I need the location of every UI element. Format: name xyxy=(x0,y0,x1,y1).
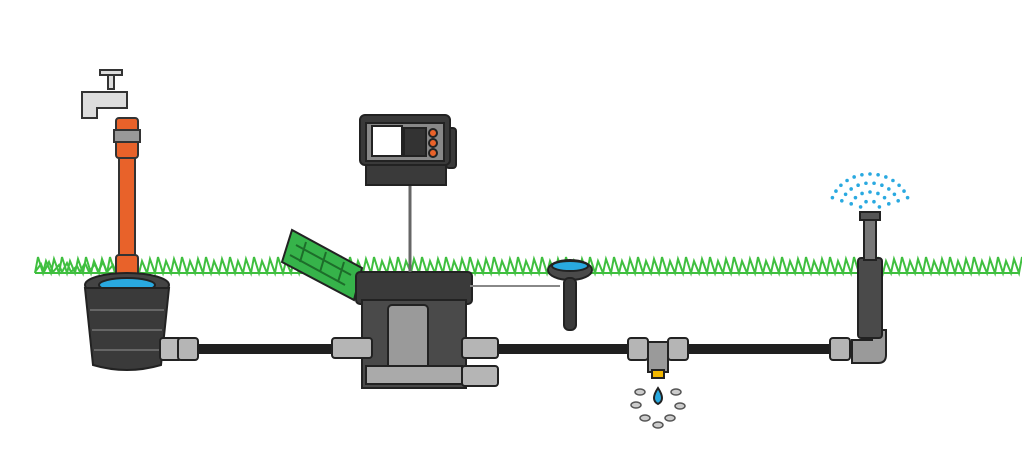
spray-droplet xyxy=(849,187,853,191)
led-icon xyxy=(428,148,438,158)
spray-droplet xyxy=(830,195,835,200)
spray-droplet xyxy=(887,187,891,191)
spray-droplet xyxy=(884,175,888,179)
spray-droplet xyxy=(843,192,848,197)
spray-droplet xyxy=(864,199,868,204)
spray-droplet xyxy=(872,181,876,186)
spray-droplet xyxy=(840,198,844,203)
spray-droplet xyxy=(839,183,843,188)
spray-droplet xyxy=(886,202,891,206)
main-pipe xyxy=(180,344,850,354)
spray-droplet xyxy=(877,205,882,209)
spray-droplet xyxy=(868,190,872,194)
spray-droplet xyxy=(860,172,864,177)
led-icon xyxy=(428,128,438,138)
spray-droplet xyxy=(858,205,863,209)
soil-moisture-sensor xyxy=(547,259,593,331)
spray-droplet xyxy=(849,202,854,206)
water-point-box xyxy=(83,272,183,371)
spray-droplet xyxy=(897,183,901,188)
irrigation-controller xyxy=(359,114,457,186)
grass-line xyxy=(34,259,1020,275)
spray-droplet xyxy=(902,189,906,193)
garden-hose xyxy=(113,117,141,288)
pipe-fitting xyxy=(829,337,851,361)
water-drop-icon xyxy=(653,386,663,406)
water-spray xyxy=(830,172,910,209)
spray-droplet xyxy=(892,192,897,197)
spray-droplet xyxy=(845,178,849,183)
pop-up-sprinkler xyxy=(851,211,887,364)
spray-droplet xyxy=(880,183,884,188)
spray-droplet xyxy=(876,172,880,177)
led-icon xyxy=(428,138,438,148)
tap-icon xyxy=(81,69,128,119)
drip-tee xyxy=(627,337,689,429)
spray-droplet xyxy=(852,175,856,179)
spray-droplet xyxy=(872,199,876,204)
spray-droplet xyxy=(834,189,838,193)
spray-droplet xyxy=(896,198,900,203)
spray-droplet xyxy=(882,195,887,200)
spray-droplet xyxy=(876,191,880,196)
valve-box xyxy=(280,228,499,389)
spray-droplet xyxy=(860,191,864,196)
pipe-fitting xyxy=(177,337,199,361)
spray-droplet xyxy=(864,181,868,186)
spray-droplet xyxy=(853,195,858,200)
spray-droplet xyxy=(868,172,872,176)
spray-droplet xyxy=(905,195,910,200)
spray-droplet xyxy=(891,178,895,183)
spray-droplet xyxy=(856,183,860,188)
